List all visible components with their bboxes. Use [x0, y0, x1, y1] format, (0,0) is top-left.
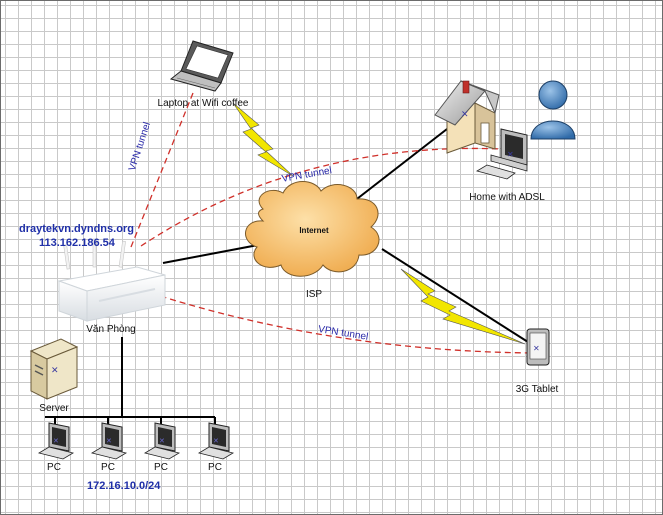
router-ip: 113.162.186.54: [39, 237, 115, 249]
pc-icon: ✕: [37, 422, 75, 460]
link-internet-tablet: [381, 248, 529, 343]
pc-icon: ✕: [143, 422, 181, 460]
pc-icon: ✕: [90, 422, 128, 460]
server-icon: ✕: [29, 338, 79, 400]
svg-text:✕: ✕: [213, 437, 219, 445]
laptop-label: Laptop at Wifi coffee: [157, 98, 249, 109]
link-router-internet: [162, 244, 259, 264]
svg-text:✕: ✕: [159, 437, 165, 445]
link-internet-home: [343, 128, 448, 210]
home-pc-icon: ✕: [475, 128, 528, 180]
svg-text:✕: ✕: [106, 437, 112, 445]
tunnel-laptop: [130, 92, 194, 248]
internet-cloud: [245, 181, 380, 277]
tunnel-tablet: [150, 292, 534, 354]
pc-label: PC: [101, 462, 115, 473]
svg-text:✕: ✕: [51, 366, 59, 376]
pc-icons: ✕ ✕ ✕ ✕: [37, 422, 235, 460]
internet-label: Internet: [299, 226, 329, 235]
lightning-laptop: [232, 102, 294, 177]
pc-label: PC: [47, 462, 61, 473]
user-icon: [530, 80, 576, 140]
server-label: Server: [39, 403, 69, 414]
lightning-tablet: [400, 268, 526, 345]
wireless-links: [232, 102, 526, 345]
svg-text:✕: ✕: [53, 437, 59, 445]
lan-subnet: 172.16.10.0/24: [87, 480, 161, 492]
home-label: Home with ADSL: [469, 192, 545, 203]
svg-text:✕: ✕: [461, 110, 469, 120]
router-icon: [57, 238, 166, 322]
vpn-tunnels: [130, 92, 534, 354]
tunnel-home: [140, 147, 502, 247]
pc-label: PC: [208, 462, 222, 473]
pc-icon: ✕: [197, 422, 235, 460]
pc-label: PC: [154, 462, 168, 473]
router-hostname: draytekvn.dyndns.org: [19, 223, 134, 235]
house-icon: ✕: [434, 80, 500, 154]
tablet-icon: ✕: [526, 328, 550, 366]
links-solid: [45, 128, 529, 427]
tablet-label: 3G Tablet: [515, 384, 559, 395]
svg-text:✕: ✕: [507, 150, 514, 159]
isp-label: ISP: [305, 289, 323, 300]
svg-text:✕: ✕: [533, 344, 540, 353]
laptop-icon: [169, 40, 234, 92]
router-label: Văn Phòng: [86, 324, 136, 335]
